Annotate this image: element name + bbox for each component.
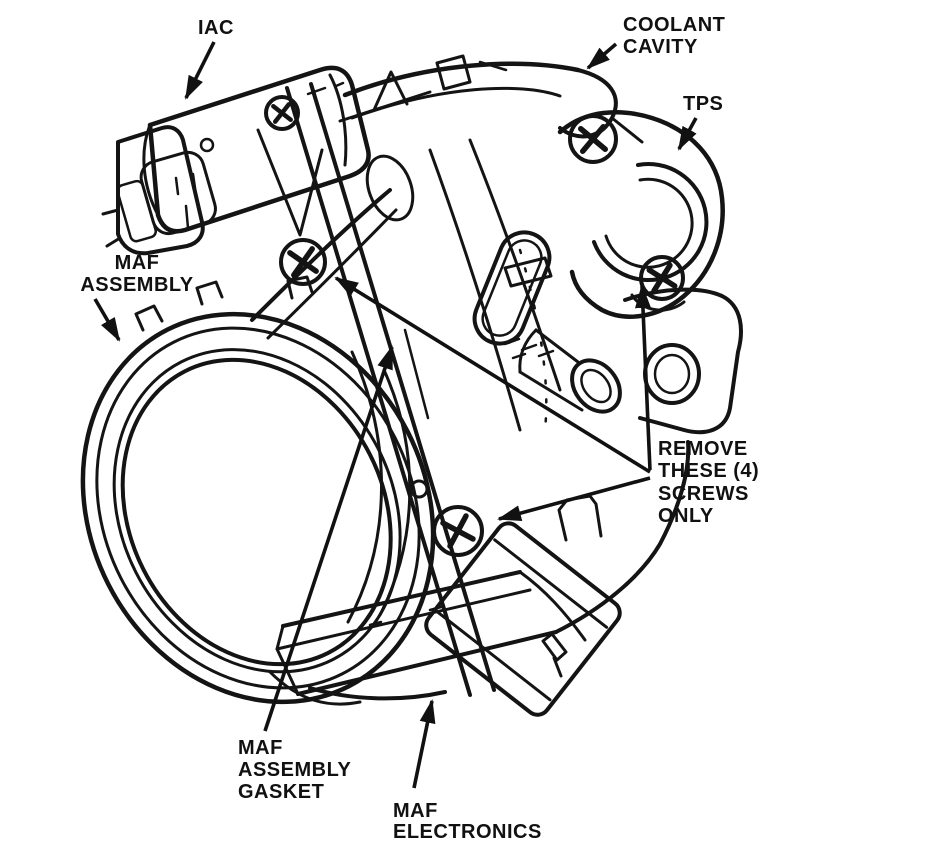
gasket-arrow bbox=[263, 345, 394, 732]
label-remove-screws-line2: THESE (4) bbox=[658, 460, 759, 482]
label-iac: IAC bbox=[198, 17, 234, 39]
tps-arrow bbox=[677, 117, 698, 151]
remove-screws-arrow-1 bbox=[334, 276, 651, 474]
screw-tps-bottom bbox=[639, 255, 685, 301]
label-maf-assembly-line2: ASSEMBLY bbox=[80, 274, 193, 296]
label-remove-screws-line1: REMOVE bbox=[658, 438, 748, 460]
inlet-screen bbox=[120, 357, 393, 667]
remove-screws-arrow-2 bbox=[634, 284, 652, 471]
label-remove-screws-line3: SCREWS bbox=[658, 483, 749, 505]
maf-assembly-tube bbox=[80, 188, 447, 706]
screw-flange-top bbox=[279, 238, 327, 286]
iac-connector bbox=[101, 125, 217, 256]
maf-electronics-arrow bbox=[412, 699, 436, 789]
label-maf-assembly-line1: MAF bbox=[115, 252, 160, 274]
coolant-cavity-arrow bbox=[586, 42, 618, 70]
screws bbox=[264, 95, 685, 557]
iac-valve bbox=[101, 65, 371, 256]
label-remove-screws-line4: ONLY bbox=[658, 505, 714, 527]
label-gasket-line2: ASSEMBLY bbox=[238, 759, 351, 781]
label-tps: TPS bbox=[683, 93, 723, 115]
coolant-tube bbox=[503, 328, 622, 414]
label-maf-electronics-line2: ELECTRONICS bbox=[393, 821, 542, 843]
remove-screws-arrow-3 bbox=[497, 476, 651, 521]
label-coolant-cavity-line1: COOLANT bbox=[623, 14, 725, 36]
screw-tps-top bbox=[568, 114, 618, 164]
leader-arrows bbox=[93, 41, 698, 789]
bottom-plate bbox=[275, 570, 587, 696]
label-gasket-line1: MAF bbox=[238, 737, 283, 759]
tps-sensor bbox=[472, 109, 725, 346]
maf-assembly-arrow bbox=[93, 298, 121, 342]
callout-labels: IAC COOLANT CAVITY TPS MAF ASSEMBLY REMO… bbox=[80, 14, 759, 843]
iac-arrow bbox=[184, 41, 216, 100]
screw-iac bbox=[264, 95, 300, 131]
label-gasket-line3: GASKET bbox=[238, 781, 324, 803]
label-coolant-cavity-line2: CAVITY bbox=[623, 36, 698, 58]
label-maf-electronics-line1: MAF bbox=[393, 800, 438, 822]
tps-connector bbox=[472, 230, 553, 346]
screw-flange-bottom bbox=[432, 505, 484, 557]
